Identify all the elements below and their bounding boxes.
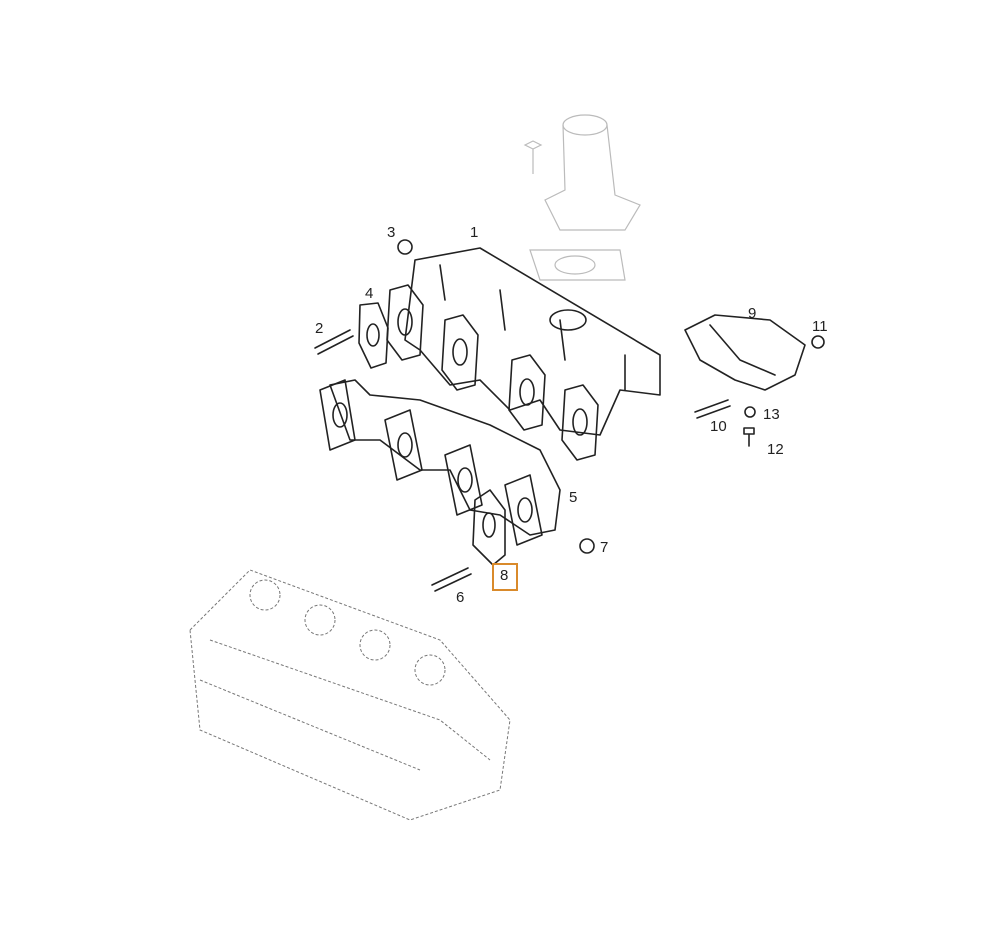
stud-6 xyxy=(431,567,472,592)
stud-2 xyxy=(314,329,354,355)
callout-2: 2 xyxy=(315,320,324,337)
callout-1: 1 xyxy=(470,224,479,241)
callout-7: 7 xyxy=(600,539,609,556)
callout-3: 3 xyxy=(387,224,396,241)
exhaust-manifold-5 xyxy=(319,379,561,546)
callout-4: 4 xyxy=(365,285,374,302)
nut-3 xyxy=(397,239,413,255)
nut-11 xyxy=(811,335,825,349)
nut-7 xyxy=(579,538,595,554)
gasket-4 xyxy=(358,302,389,369)
gasket-8 xyxy=(472,489,506,566)
outlet-pipe xyxy=(523,114,641,281)
cylinder-head xyxy=(189,569,511,821)
callout-8[interactable]: 8 xyxy=(500,567,509,584)
callout-10: 10 xyxy=(710,418,727,435)
callout-5: 5 xyxy=(569,489,578,506)
bolt-12 xyxy=(743,427,755,447)
stud-10 xyxy=(694,399,731,419)
washer-13 xyxy=(744,406,756,418)
highlight-box[interactable] xyxy=(492,563,518,591)
callout-11: 11 xyxy=(812,318,828,335)
callout-13: 13 xyxy=(763,406,780,423)
callout-12: 12 xyxy=(767,441,784,458)
callout-9: 9 xyxy=(748,305,757,322)
heat-shield-9 xyxy=(684,314,806,391)
callout-6: 6 xyxy=(456,589,465,606)
